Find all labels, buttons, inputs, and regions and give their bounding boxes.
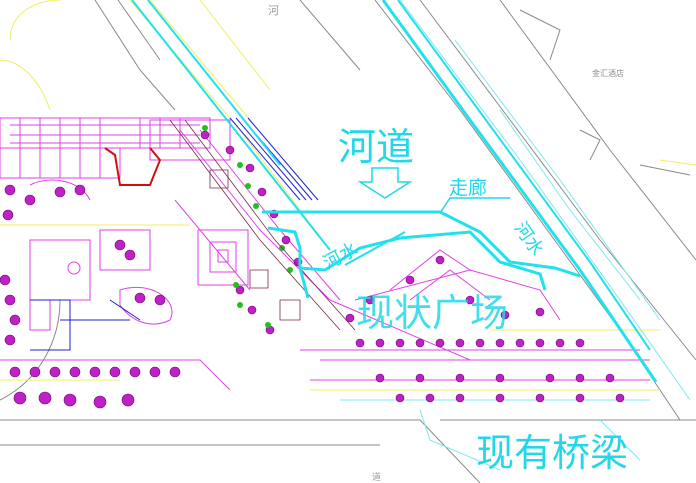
top-road-label: 河 xyxy=(268,4,279,17)
existing-bridge-label: 现有桥梁 xyxy=(476,431,628,475)
plaza-label: 现状广场 xyxy=(356,291,508,335)
river-edges xyxy=(131,0,658,383)
bottom-road-label: 道 xyxy=(372,471,381,483)
river-channel-label: 河道 xyxy=(338,125,414,169)
corridor-leader xyxy=(439,197,510,214)
cyan-road-lines xyxy=(340,0,691,471)
hotel-label: 金汇酒店 xyxy=(592,68,624,78)
planting-dots xyxy=(0,130,625,409)
red-wall xyxy=(104,147,162,186)
corridor-outline xyxy=(262,210,581,278)
flow-arrow xyxy=(357,167,413,199)
corridor-label: 走廊 xyxy=(449,177,487,199)
plaza-paving xyxy=(0,117,650,391)
corridor-diagonal xyxy=(344,231,406,266)
structure-lines xyxy=(169,119,356,331)
blue-steps xyxy=(30,117,319,351)
